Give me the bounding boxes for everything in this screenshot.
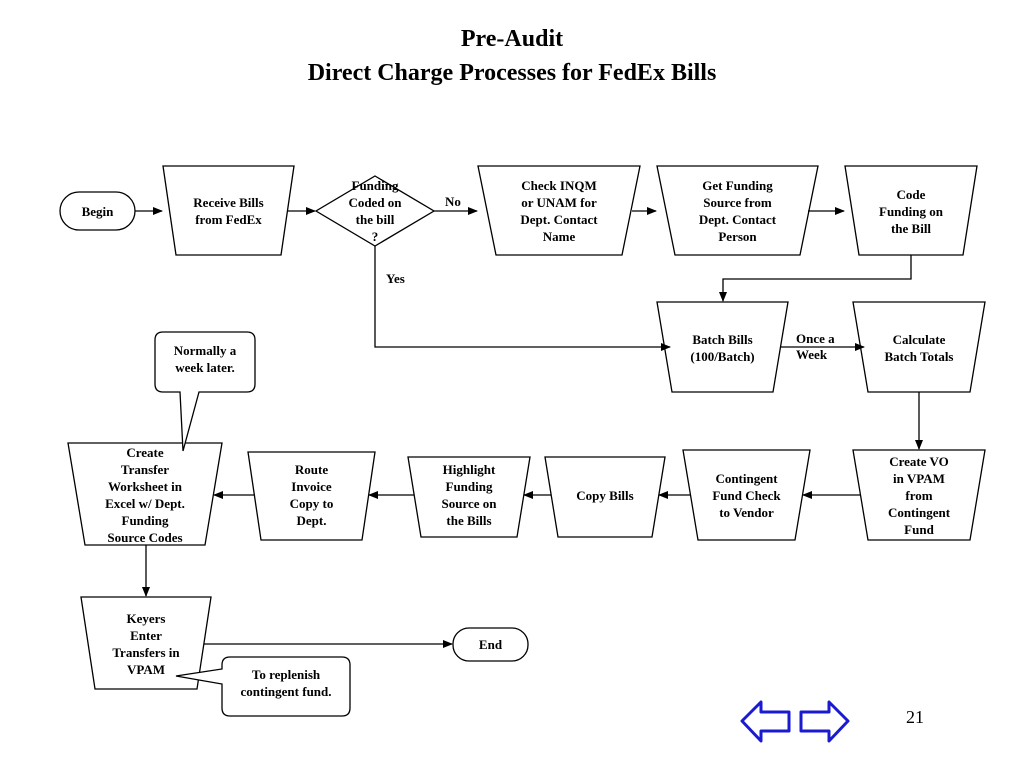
create-transfer-label: Create Transfer Worksheet in Excel w/ De…: [105, 445, 185, 545]
replenish-callout-label: To replenish contingent fund.: [240, 667, 332, 699]
get-funding-label: Get Funding Source from Dept. Contact Pe…: [698, 178, 777, 244]
slide-subtitle: Direct Charge Processes for FedEx Bills: [307, 60, 717, 86]
decision-label: Funding Coded on the bill ?: [348, 178, 402, 244]
slide-title: Pre-Audit: [460, 26, 564, 52]
check-inqm-shape: [477, 165, 641, 256]
create-vo-label: Create VO in VPAM from Contingent Fund: [887, 454, 951, 537]
page-number: 21: [906, 707, 924, 727]
contingent-fund-label: Contingent Fund Check to Vendor: [712, 471, 781, 520]
route-invoice-label: Route Invoice Copy to Dept.: [289, 462, 334, 528]
once-a-week-edge-label: Once a Week: [796, 331, 835, 362]
check-inqm-label: Check INQM or UNAM for Dept. Contact Nam…: [520, 178, 598, 244]
route-invoice-shape: [247, 451, 376, 541]
highlight-funding-label: Highlight Funding Source on the Bills: [441, 462, 497, 528]
copy-bills-shape: [544, 456, 666, 538]
batch-bills-label: Batch Bills (100/Batch): [690, 332, 755, 364]
normally-callout-label: Normally a week later.: [173, 343, 237, 375]
end-label: End: [478, 637, 503, 652]
calculate-totals-label: Calculate Batch Totals: [884, 332, 954, 364]
receive-bills-label: Receive Bills from FedEx: [193, 195, 264, 227]
edge-decision-yes: [374, 246, 671, 351]
code-funding-label: Code Funding on the Bill: [879, 187, 943, 236]
create-vo-shape: [852, 449, 986, 541]
create-transfer-shape: [67, 442, 223, 546]
left-arrow-icon[interactable]: [740, 700, 791, 743]
normally-callout: [154, 331, 256, 452]
keyers-enter-label: Keyers Enter Transfers in VPAM: [112, 611, 180, 677]
code-funding-shape: [844, 165, 978, 256]
edge-code-batch: [719, 255, 912, 302]
receive-bills-shape: [162, 165, 295, 256]
get-funding-shape: [656, 165, 819, 256]
begin-label: Begin: [81, 204, 114, 219]
contingent-fund-shape: [682, 449, 811, 541]
replenish-callout: [175, 656, 351, 717]
calculate-totals-shape: [852, 301, 986, 393]
end-terminal: [452, 627, 529, 662]
batch-bills-shape: [656, 301, 789, 393]
yes-edge-label: Yes: [386, 271, 405, 286]
copy-bills-label: Copy Bills: [576, 488, 634, 503]
keyers-enter-shape: [80, 596, 212, 690]
highlight-funding-shape: [407, 456, 531, 538]
right-arrow-icon[interactable]: [799, 700, 850, 743]
no-edge-label: No: [445, 194, 461, 209]
